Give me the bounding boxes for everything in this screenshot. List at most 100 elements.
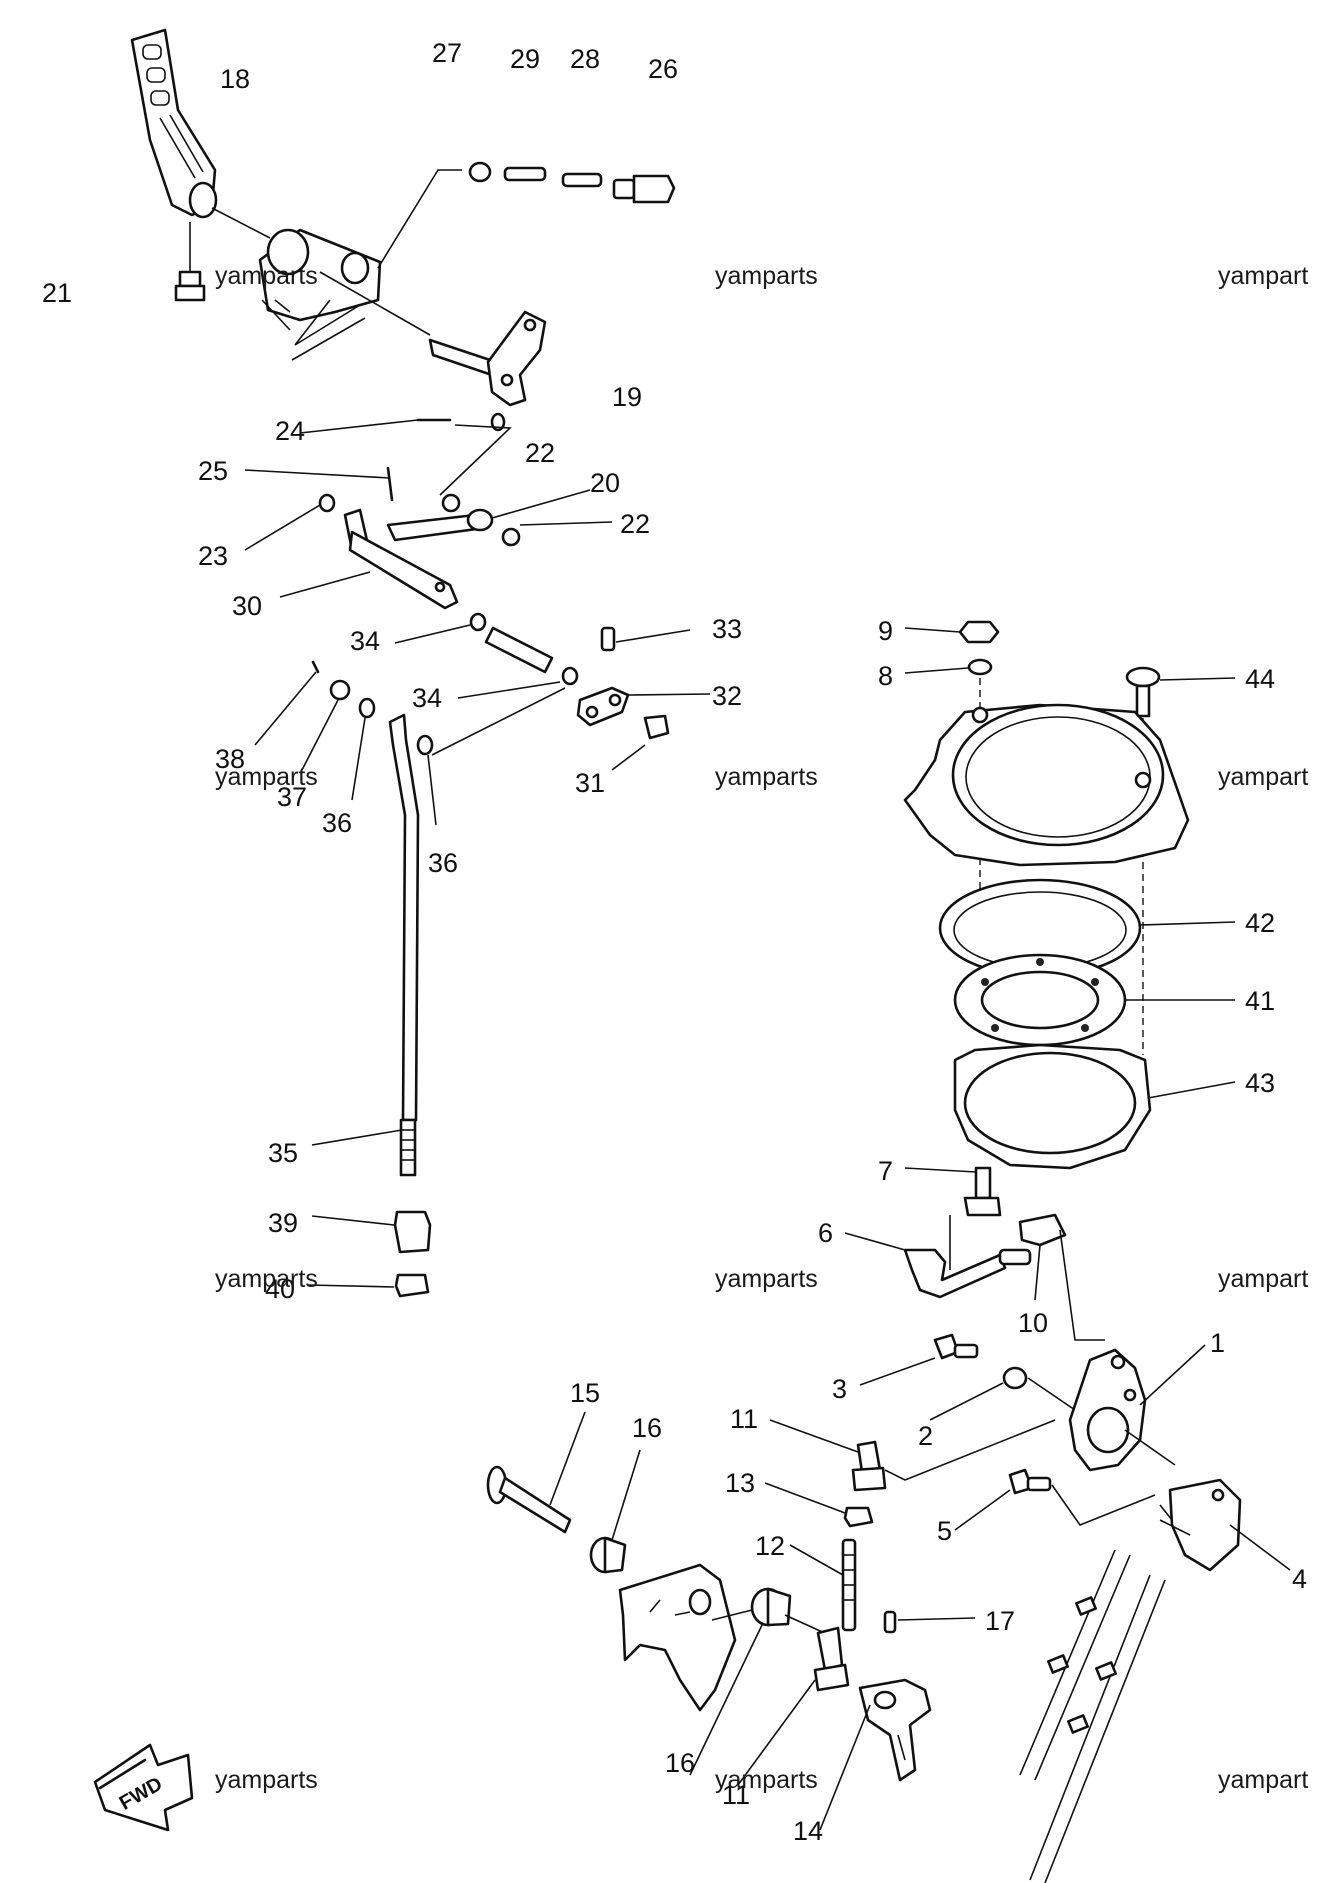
callout-11a: 11	[730, 1404, 758, 1434]
callout-38: 38	[215, 744, 245, 774]
part-shaft-bracket	[618, 1563, 737, 1712]
part-44-screw	[1125, 666, 1161, 718]
callout-3: 3	[832, 1374, 847, 1404]
part-housing-top	[903, 703, 1190, 867]
callout-8: 8	[878, 661, 893, 691]
watermark: yamparts	[215, 262, 318, 290]
watermark: yamparts	[715, 1766, 818, 1794]
watermark: yamparts	[215, 1265, 318, 1293]
callout-5: 5	[937, 1516, 952, 1546]
callout-29: 29	[510, 44, 540, 74]
callout-35: 35	[268, 1138, 298, 1168]
part-4-cover	[1159, 1478, 1242, 1572]
part-3-bolt	[933, 1333, 979, 1360]
callout-39: 39	[268, 1208, 298, 1238]
part-22-washer-b	[501, 527, 521, 547]
part-34-sleeve	[484, 626, 554, 674]
part-7-bolt	[974, 1166, 992, 1200]
part-33-pin	[600, 626, 616, 652]
part-36-washer-b	[416, 734, 434, 756]
callout-27: 27	[432, 38, 462, 68]
callout-28: 28	[570, 44, 600, 74]
watermark: yamparts	[715, 763, 818, 791]
callout-36a: 36	[322, 808, 352, 838]
part-34-washer-b	[561, 666, 579, 686]
callout-6: 6	[818, 1218, 833, 1248]
callout-44: 44	[1245, 664, 1275, 694]
callout-4: 4	[1292, 1564, 1307, 1594]
callout-9: 9	[878, 616, 893, 646]
callout-labels: 18 27 29 28 26 21 19 24 22 25 20 22 23 3…	[42, 38, 1307, 1846]
part-10-clip	[1018, 1213, 1067, 1301]
part-40-nut	[394, 1273, 430, 1298]
callout-19: 19	[612, 382, 642, 412]
part-22-washer-a	[441, 493, 461, 513]
part-38-clip	[311, 660, 320, 674]
part-1-cam	[1068, 1348, 1147, 1472]
part-29-spring	[503, 166, 547, 182]
callout-30: 30	[232, 591, 262, 621]
part-6-clamp	[903, 1248, 1032, 1299]
callout-22b: 22	[620, 509, 650, 539]
part-27-cap	[468, 161, 492, 183]
callout-13: 13	[725, 1468, 755, 1498]
callout-42: 42	[1245, 908, 1275, 938]
callout-24: 24	[275, 416, 305, 446]
watermarks: yamparts yamparts yampart yamparts yampa…	[215, 262, 1308, 1794]
callout-25: 25	[198, 456, 228, 486]
callout-32: 32	[712, 681, 742, 711]
callout-14: 14	[793, 1816, 823, 1846]
callout-17: 17	[985, 1606, 1015, 1636]
part-43-bracket	[953, 1043, 1152, 1170]
watermark: yampart	[1218, 1766, 1308, 1794]
callout-2: 2	[918, 1421, 933, 1451]
part-26-nut	[612, 174, 676, 204]
callout-34a: 34	[350, 626, 380, 656]
part-shift-cables	[1019, 1549, 1166, 1883]
callout-15: 15	[570, 1378, 600, 1408]
part-17-pin	[883, 1610, 897, 1634]
part-31-spring	[611, 714, 670, 771]
part-25-clip	[386, 466, 394, 502]
part-18-lever-arm	[130, 28, 218, 219]
part-12-stud	[841, 1538, 857, 1632]
callout-34b: 34	[412, 683, 442, 713]
part-28-spring	[561, 172, 603, 188]
part-20-link	[386, 489, 591, 542]
callout-1: 1	[1210, 1328, 1225, 1358]
callout-7: 7	[878, 1156, 893, 1186]
part-5-bolt	[1008, 1468, 1052, 1495]
watermark: yampart	[1218, 1265, 1308, 1293]
callout-16b: 16	[665, 1748, 695, 1778]
callout-21: 21	[42, 278, 72, 308]
part-41-plate	[953, 953, 1127, 1047]
part-34-washer-a	[469, 612, 487, 632]
part-36-washer-a	[358, 697, 376, 719]
watermark: yampart	[1218, 262, 1308, 290]
watermark: yamparts	[215, 763, 318, 791]
part-16-bushing-lower	[750, 1587, 792, 1627]
callout-26: 26	[648, 54, 678, 84]
fwd-arrow-icon	[93, 1743, 194, 1832]
part-8-washer	[967, 658, 993, 676]
watermark: yamparts	[215, 1766, 318, 1794]
part-2-collar	[1002, 1366, 1028, 1390]
part-37-washer	[329, 679, 351, 701]
part-23-washer	[318, 493, 336, 513]
part-16-bushing-upper	[589, 1536, 627, 1574]
part-lever-bracket	[258, 228, 382, 361]
watermark: yamparts	[715, 262, 818, 290]
part-32-clevis	[576, 686, 711, 727]
part-15-pin	[486, 1465, 572, 1534]
callout-12: 12	[755, 1531, 785, 1561]
callout-11b: 11	[722, 1780, 750, 1810]
callout-23: 23	[198, 541, 228, 571]
callout-16a: 16	[632, 1413, 662, 1443]
part-11-bracket-lower	[813, 1626, 850, 1692]
callout-20: 20	[590, 468, 620, 498]
callout-10: 10	[1018, 1308, 1048, 1338]
callout-41: 41	[1245, 986, 1275, 1016]
part-14-shift-lever	[858, 1678, 932, 1782]
callout-31: 31	[575, 768, 605, 798]
callout-43: 43	[1245, 1068, 1275, 1098]
